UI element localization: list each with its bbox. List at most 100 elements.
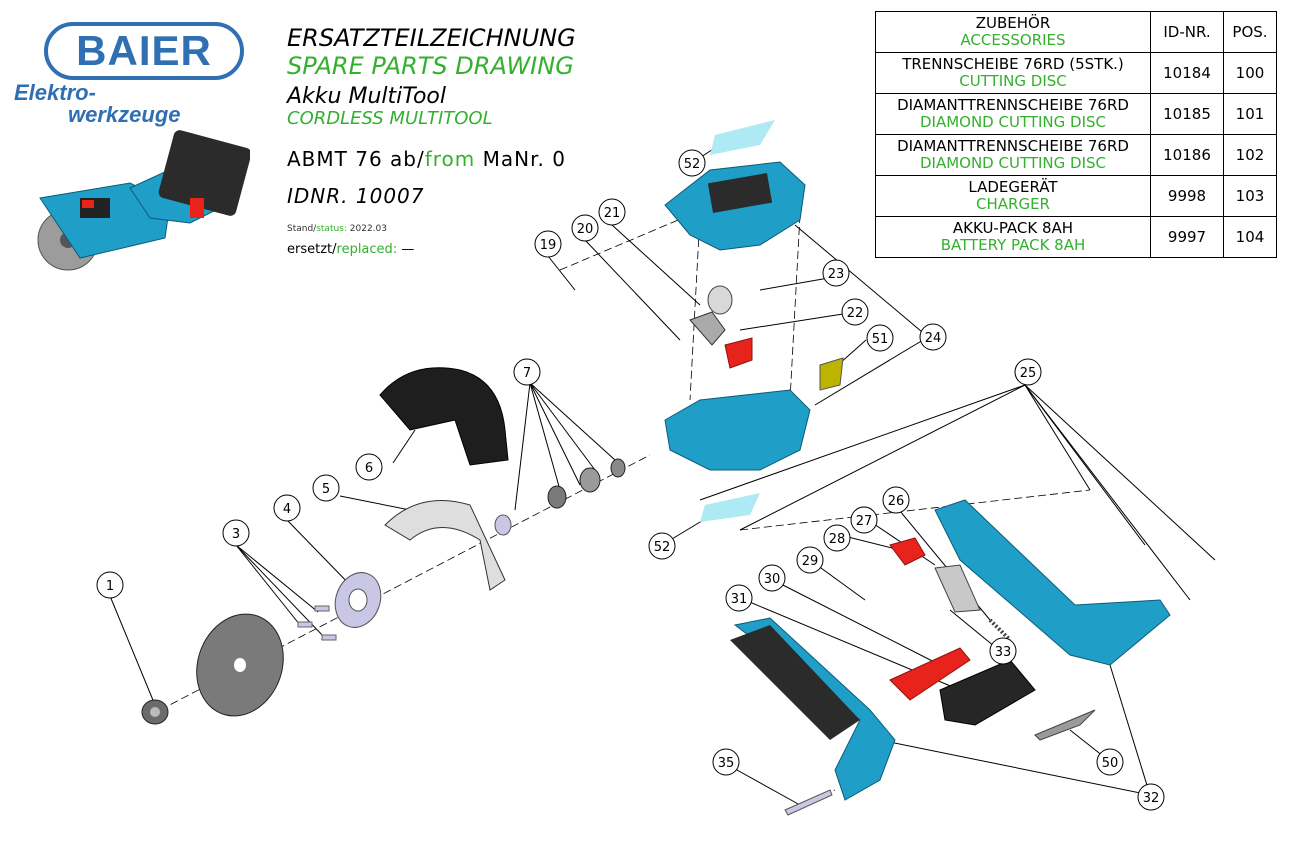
part-6-guard-black [379, 367, 509, 466]
row-name-en: CHARGER [976, 195, 1050, 213]
svg-text:33: 33 [995, 645, 1012, 660]
svg-text:27: 27 [856, 514, 873, 529]
svg-text:26: 26 [888, 494, 905, 509]
row-name-de: DIAMANTTRENNSCHEIBE 76RD [897, 137, 1129, 155]
ersetzt-line: ersetzt/replaced: — [287, 242, 414, 257]
callout-20: 20 [571, 214, 599, 242]
row-name-de: AKKU-PACK 8AH [952, 219, 1074, 237]
brand-logo: BAIER [44, 22, 244, 80]
part-31-switch [939, 659, 1036, 726]
part-50-plate [1034, 709, 1096, 741]
part-35-screw [784, 789, 833, 816]
part-26-housing-half [934, 499, 1171, 666]
callout-51: 51 [866, 324, 894, 352]
product-de: Akku MultiTool [287, 84, 446, 109]
part-29-contact [934, 564, 981, 613]
part-4-flange [334, 572, 382, 628]
part-3-screws [297, 605, 337, 641]
callout-31: 31 [725, 584, 753, 612]
callout-6: 6 [355, 453, 383, 481]
svg-text:52: 52 [684, 157, 701, 172]
title-de: ERSATZTEILZEICHNUNG [287, 24, 576, 52]
part-disc [196, 613, 284, 717]
callout-28: 28 [823, 524, 851, 552]
row-name-en: BATTERY PACK 8AH [940, 236, 1086, 254]
table-header-row: ZUBEHÖR ACCESSORIES ID-NR. POS. [875, 11, 1277, 53]
row-name-en: DIAMOND CUTTING DISC [919, 154, 1107, 172]
svg-text:5: 5 [322, 482, 330, 497]
row-name-de: TRENNSCHEIBE 76RD (5STK.) [902, 55, 1124, 73]
row-id: 10185 [1150, 93, 1224, 135]
callout-3: 3 [222, 519, 250, 547]
model-prefix: ABMT 76 ab/ [287, 147, 425, 171]
svg-text:24: 24 [925, 331, 942, 346]
row-id: 9998 [1150, 175, 1224, 217]
status-label: status: [316, 224, 347, 234]
header-name-cell: ZUBEHÖR ACCESSORIES [875, 11, 1151, 53]
row-name-en: CUTTING DISC [959, 72, 1067, 90]
svg-text:22: 22 [847, 306, 864, 321]
stand-value: 2022.03 [346, 224, 387, 234]
brand-name: BAIER [76, 27, 212, 74]
callout-29: 29 [796, 546, 824, 574]
svg-text:50: 50 [1102, 756, 1119, 771]
part-1-flange-nut [141, 699, 169, 725]
replaced-label: replaced: [336, 242, 398, 257]
svg-text:31: 31 [731, 592, 748, 607]
callout-19: 19 [534, 230, 562, 258]
callout-4: 4 [273, 494, 301, 522]
part-gear-housing-lower [664, 389, 811, 471]
row-pos: 103 [1223, 175, 1277, 217]
part-51-label [819, 357, 844, 391]
callout-25: 25 [1014, 358, 1042, 386]
svg-text:6: 6 [365, 461, 373, 476]
svg-text:19: 19 [540, 238, 557, 253]
part-20-lock-lever [689, 311, 726, 346]
product-en: CORDLESS MULTITOOL [287, 108, 493, 129]
callout-50: 50 [1096, 748, 1124, 776]
callout-23: 23 [822, 259, 850, 287]
part-52-label-top [710, 120, 775, 155]
model-from: from [424, 147, 476, 171]
row-id: 10184 [1150, 52, 1224, 94]
row-pos: 104 [1223, 216, 1277, 258]
ersetzt-label: ersetzt/ [287, 242, 337, 257]
callout-21: 21 [598, 198, 626, 226]
svg-text:20: 20 [577, 222, 594, 237]
stand-line: Stand/status: 2022.03 [287, 224, 387, 234]
product-photo [37, 130, 250, 271]
svg-text:29: 29 [802, 554, 819, 569]
part-33-spring [988, 618, 1012, 642]
svg-text:3: 3 [232, 527, 240, 542]
part-30-red-trigger [889, 647, 971, 701]
svg-text:21: 21 [604, 206, 621, 221]
callout-1: 1 [96, 571, 124, 599]
table-row: TRENNSCHEIBE 76RD (5STK.)CUTTING DISC 10… [875, 52, 1277, 94]
stand-label: Stand/ [287, 224, 317, 234]
callout-32: 32 [1137, 783, 1165, 811]
callout-30: 30 [758, 564, 786, 592]
part-7-bearings [494, 458, 626, 536]
idnr: IDNR. 10007 [287, 184, 425, 208]
header-name-de: ZUBEHÖR [975, 14, 1051, 32]
svg-text:23: 23 [828, 267, 845, 282]
svg-text:1: 1 [106, 579, 114, 594]
svg-text:7: 7 [523, 366, 531, 381]
part-gear [707, 285, 733, 315]
header-name-en: ACCESSORIES [960, 31, 1066, 49]
part-27-red-switch [889, 537, 926, 566]
part-22-red-button [724, 337, 753, 369]
brand-sub-1: Elektro- [14, 80, 96, 105]
row-name-de: DIAMANTTRENNSCHEIBE 76RD [897, 96, 1129, 114]
header-id: ID-NR. [1150, 11, 1224, 53]
svg-text:4: 4 [283, 502, 291, 517]
row-pos: 100 [1223, 52, 1277, 94]
row-name-en: DIAMOND CUTTING DISC [919, 113, 1107, 131]
row-id: 10186 [1150, 134, 1224, 176]
